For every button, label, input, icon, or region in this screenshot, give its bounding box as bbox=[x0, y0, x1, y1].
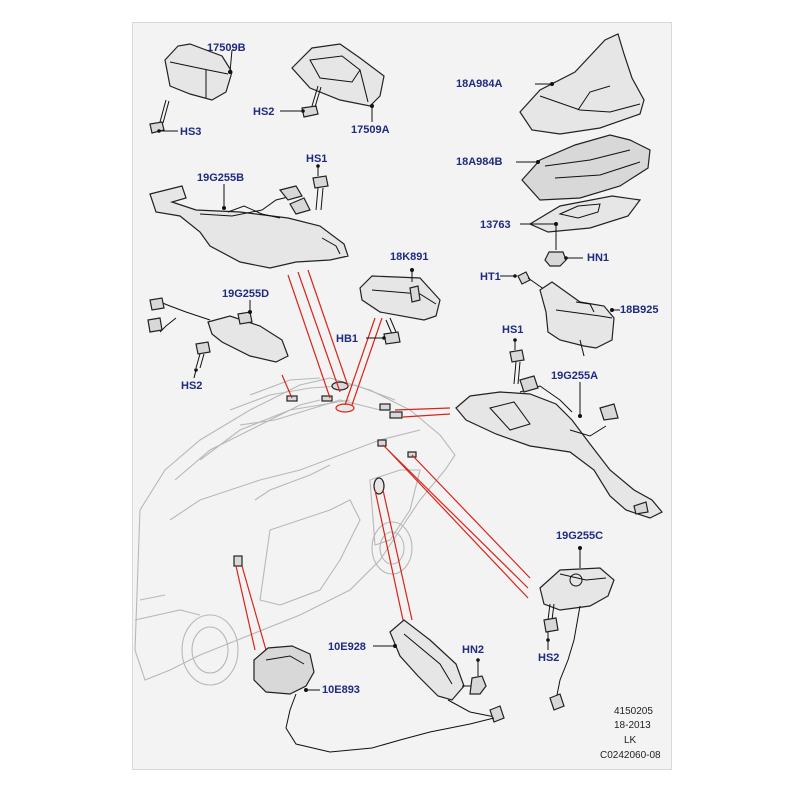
part-10E928 bbox=[373, 619, 505, 723]
bolt-HS2-left bbox=[193, 341, 211, 379]
part-19G255B bbox=[149, 184, 349, 269]
callout-HS2-bottom: HS2 bbox=[538, 652, 560, 664]
callout-HS1-right: HS1 bbox=[502, 324, 524, 336]
callout-18K891: 18K891 bbox=[390, 251, 429, 263]
callout-19G255D: 19G255D bbox=[222, 288, 270, 300]
part-18K891 bbox=[359, 268, 441, 321]
callout-18A984B: 18A984B bbox=[456, 156, 503, 168]
screw-HS3 bbox=[149, 99, 178, 134]
callout-19G255A: 19G255A bbox=[551, 370, 599, 382]
callout-HS3: HS3 bbox=[180, 126, 202, 138]
callout-HN2: HN2 bbox=[462, 644, 485, 656]
callout-HT1: HT1 bbox=[480, 271, 501, 283]
bolt-HB1 bbox=[366, 317, 401, 345]
vehicle-mount-points bbox=[233, 381, 417, 567]
bolt-HS1-top bbox=[312, 164, 329, 211]
footer-ref-3: LK bbox=[624, 735, 637, 746]
callout-HN1: HN1 bbox=[587, 252, 610, 264]
screw-HT1 bbox=[500, 271, 549, 293]
footer-ref-1: 4150205 bbox=[614, 706, 653, 717]
part-18A984A bbox=[519, 33, 645, 135]
part-10E893 bbox=[253, 645, 495, 753]
part-13763 bbox=[520, 195, 642, 233]
part-19G255D bbox=[147, 297, 289, 363]
footer-ref-4: C0242060-08 bbox=[600, 750, 661, 761]
part-18A984B bbox=[516, 134, 651, 201]
callout-17509B: 17509B bbox=[207, 42, 246, 54]
nut-HN2 bbox=[462, 658, 487, 695]
callout-HS2-top: HS2 bbox=[253, 106, 275, 118]
callout-10E928: 10E928 bbox=[328, 641, 366, 653]
callout-10E893: 10E893 bbox=[322, 684, 360, 696]
callout-18B925: 18B925 bbox=[620, 304, 659, 316]
callout-13763: 13763 bbox=[480, 219, 511, 231]
callout-19G255B: 19G255B bbox=[197, 172, 245, 184]
part-17509A bbox=[291, 43, 385, 122]
callout-HS2-left: HS2 bbox=[181, 380, 203, 392]
part-19G255A bbox=[455, 375, 663, 519]
callout-18A984A: 18A984A bbox=[456, 78, 503, 90]
bolt-HS1-right bbox=[509, 338, 525, 385]
vehicle-outline bbox=[134, 377, 456, 686]
callout-HS1-top: HS1 bbox=[306, 153, 328, 165]
part-18B925 bbox=[539, 281, 620, 357]
screw-HS2-top bbox=[280, 85, 322, 118]
red-leader-lines bbox=[235, 269, 531, 651]
bolt-HS2-bottom bbox=[543, 603, 559, 650]
callout-17509A: 17509A bbox=[351, 124, 390, 136]
part-17509B bbox=[164, 43, 233, 101]
callout-HB1: HB1 bbox=[336, 333, 359, 345]
footer-ref-2: 18-2013 bbox=[614, 720, 651, 731]
nut-HN1 bbox=[544, 226, 583, 267]
part-19G255C bbox=[539, 546, 615, 711]
callout-19G255C: 19G255C bbox=[556, 530, 604, 542]
